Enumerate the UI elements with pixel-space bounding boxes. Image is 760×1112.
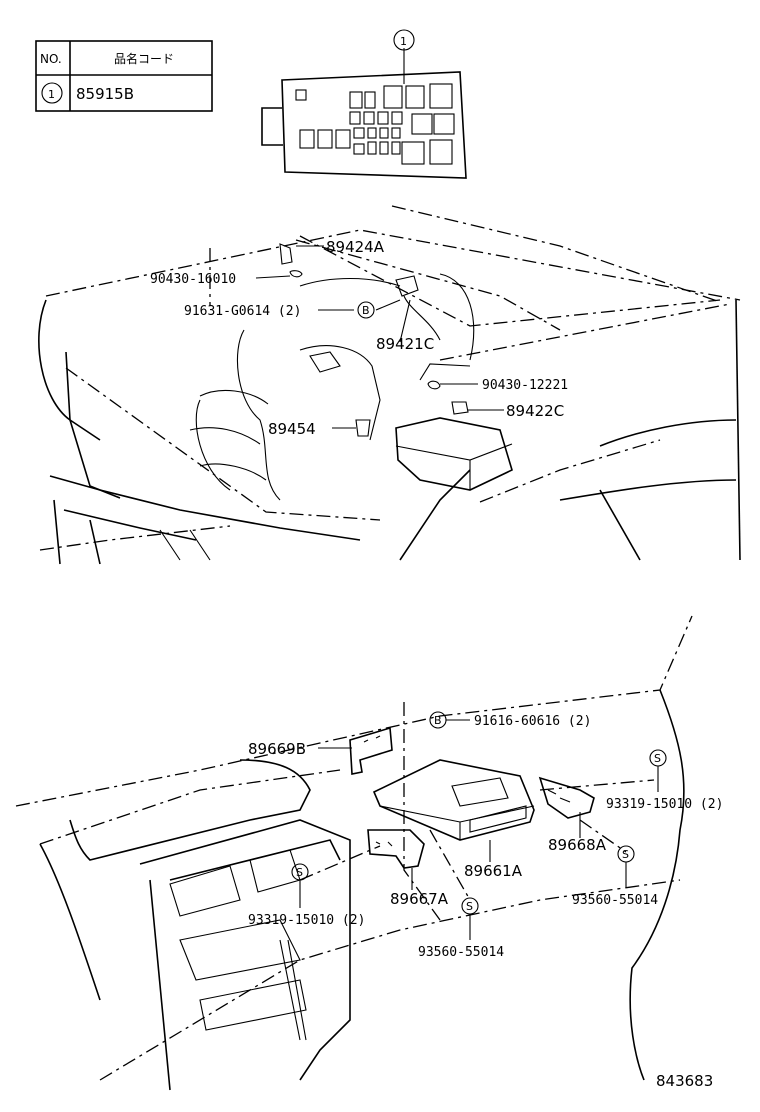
label-91631-G0614: 91631-G0614 (2) — [184, 304, 301, 319]
label-89669B: 89669B — [248, 740, 306, 758]
screw-mark-center: S — [466, 900, 473, 913]
label-89424A: 89424A — [326, 238, 385, 256]
table-row-code: 85915B — [76, 85, 134, 103]
table-header-no: NO. — [40, 52, 62, 66]
part-labels: 89424A 90430-16010 91631-G0614 (2) 89421… — [150, 238, 723, 1090]
leader-lines-upper — [255, 245, 504, 429]
label-93319-15010-left: 93319-15010 (2) — [248, 913, 365, 928]
dashboard-illustration — [15, 615, 693, 1091]
label-89667A: 89667A — [390, 890, 449, 908]
engine-bay-illustration — [38, 205, 741, 565]
label-89422C: 89422C — [506, 402, 564, 420]
label-93319-15010-right: 93319-15010 (2) — [606, 797, 723, 812]
screw-mark-left: S — [296, 866, 303, 879]
label-89454: 89454 — [268, 420, 316, 438]
label-90430-12221: 90430-12221 — [482, 378, 568, 393]
screw-mark-right: S — [654, 752, 661, 765]
figure-code: 843683 — [656, 1072, 713, 1090]
relay-block-illustration: 1 — [261, 29, 467, 179]
label-93560-55014-left: 93560-55014 — [418, 945, 504, 960]
leader-lines-lower — [299, 719, 659, 940]
label-90430-16010: 90430-16010 — [150, 272, 236, 287]
parts-table: NO. 品名コード 1 85915B — [35, 40, 213, 112]
callout-number: 1 — [400, 35, 407, 48]
bolt-mark-lower: B — [434, 714, 442, 727]
table-row-no: 1 — [48, 88, 55, 101]
bolt-mark-upper: B — [362, 304, 370, 317]
label-91616-60616: 91616-60616 (2) — [474, 714, 591, 729]
label-93560-55014-right: 93560-55014 — [572, 893, 658, 908]
table-header-code: 品名コード — [114, 51, 174, 66]
label-89421C: 89421C — [376, 335, 434, 353]
screw-mark-right-lower: S — [622, 848, 629, 861]
fastener-markers: B B S S S S — [291, 301, 667, 915]
label-89668A: 89668A — [548, 836, 607, 854]
label-89661A: 89661A — [464, 862, 523, 880]
